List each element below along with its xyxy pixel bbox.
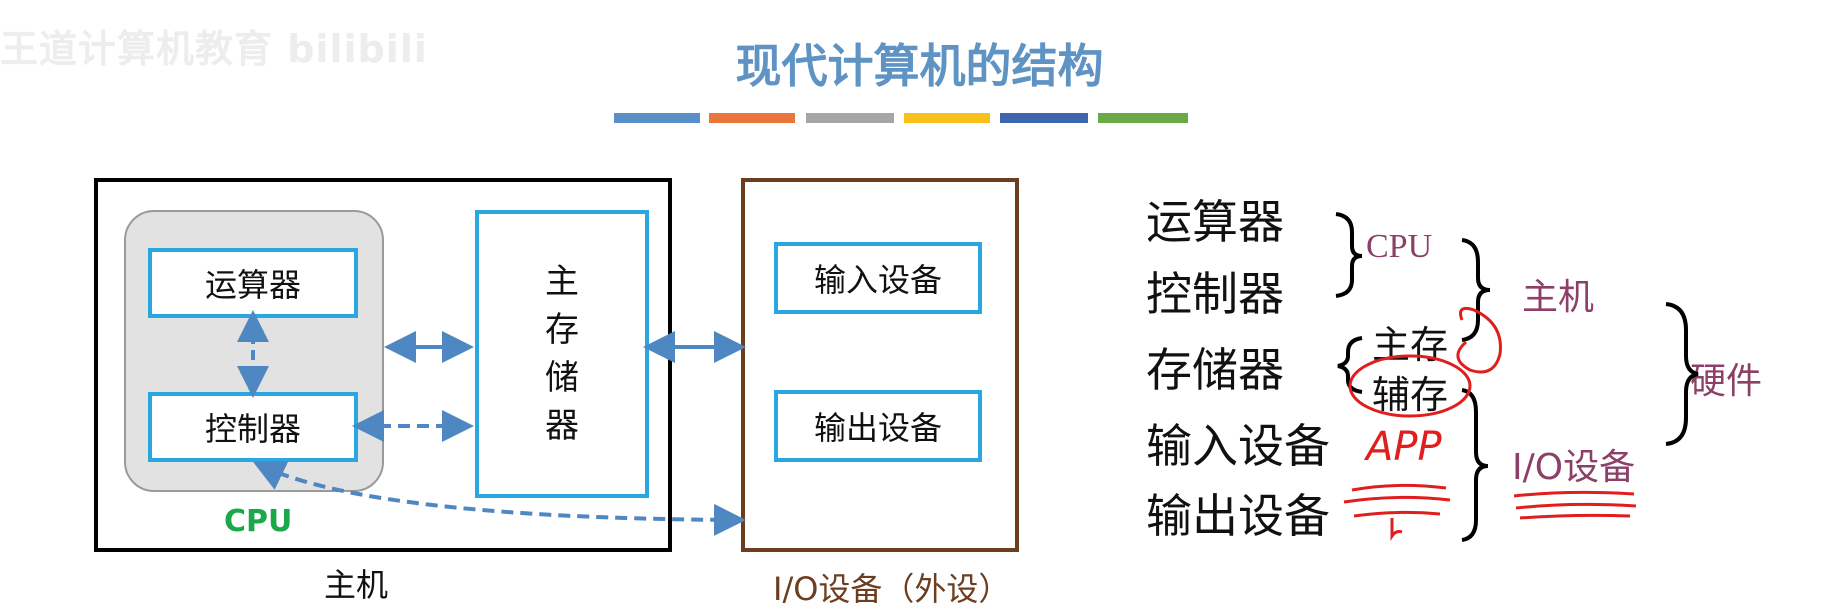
stripe-blue — [614, 113, 700, 123]
storage-text: 存储器 — [1146, 343, 1284, 397]
control-unit-label: 控制器 — [204, 410, 301, 448]
aux-memory-text: 辅存 — [1372, 373, 1449, 417]
io-label: I/O设备（外设） — [773, 570, 1011, 608]
io-text: I/O设备 — [1512, 447, 1636, 488]
hook-scribble — [1390, 518, 1403, 541]
input-text: 输入设备 — [1146, 419, 1330, 473]
memory-char: 储 — [545, 358, 579, 398]
hardware-text: 硬件 — [1690, 361, 1763, 402]
host-label: 主机 — [324, 566, 389, 604]
underline-scribble-left — [1343, 483, 1451, 518]
host-text: 主机 — [1522, 277, 1595, 318]
memory-char: 主 — [545, 262, 579, 302]
io-box — [741, 178, 1019, 552]
stripe-gray — [806, 113, 894, 123]
stripe-orange — [709, 113, 795, 123]
output-device-box: 输出设备 — [774, 390, 982, 462]
stripe-green — [1098, 113, 1188, 123]
memory-char: 器 — [545, 406, 579, 446]
aux-memory-circle — [1348, 354, 1472, 418]
brace-hardware — [1665, 302, 1699, 446]
cu-text: 控制器 — [1146, 267, 1284, 321]
main-memory-box: 主 存 储 器 — [475, 210, 649, 498]
brace-host — [1461, 238, 1491, 342]
loop-scribble — [1456, 306, 1502, 374]
alu-label: 运算器 — [204, 266, 301, 304]
underline-scribble-right — [1513, 490, 1637, 520]
output-text: 输出设备 — [1146, 489, 1330, 543]
input-device-box: 输入设备 — [774, 242, 982, 314]
page-title: 现代计算机的结构 — [735, 39, 1104, 93]
host-box — [94, 178, 672, 552]
cpu-text: CPU — [1366, 228, 1433, 265]
brace-cpu — [1335, 212, 1363, 298]
output-device-label: 输出设备 — [813, 409, 942, 447]
watermark: 王道计算机教育 bilibili — [0, 27, 428, 71]
memory-char: 存 — [545, 310, 579, 350]
input-device-label: 输入设备 — [813, 261, 942, 299]
alu-text: 运算器 — [1146, 195, 1284, 249]
handwritten-app-note: APP — [1366, 424, 1442, 470]
stripe-darkblue — [1000, 113, 1088, 123]
stripe-yellow — [904, 113, 990, 123]
brace-io — [1461, 388, 1489, 542]
cu-io-arrow — [252, 460, 746, 536]
